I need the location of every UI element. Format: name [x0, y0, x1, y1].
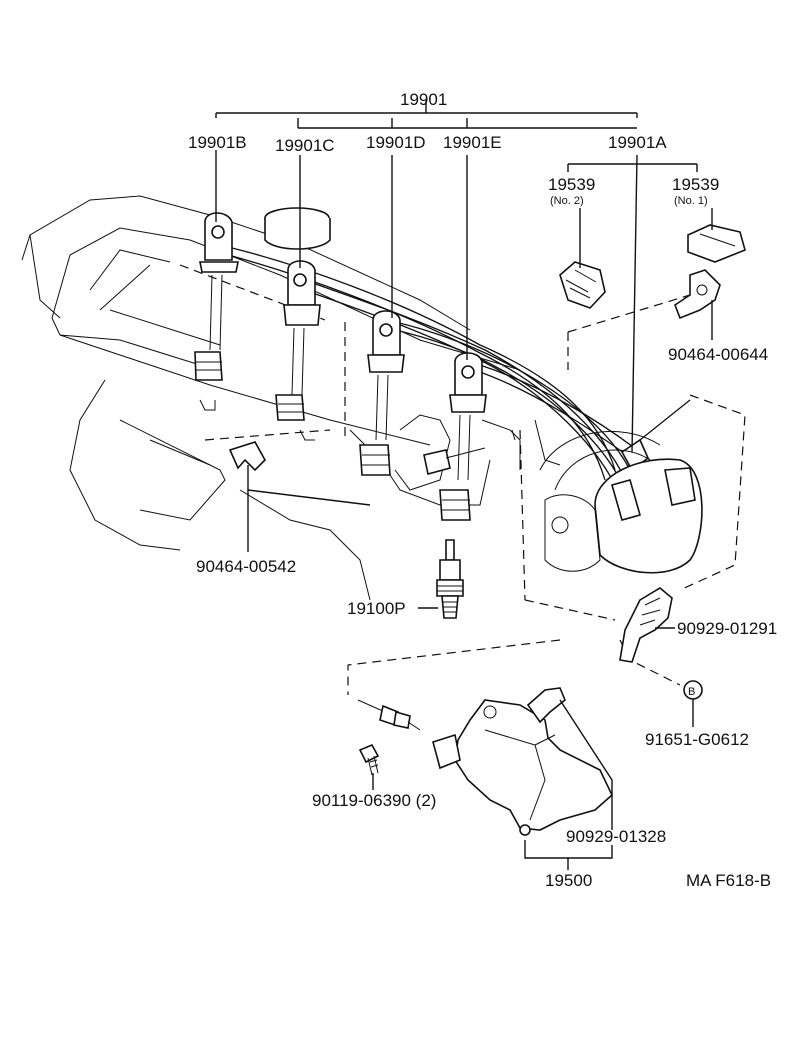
label-holder-no2: 19539 — [548, 175, 595, 194]
label-clamp-upper: 90464-00644 — [668, 345, 768, 364]
label-cord-e: 19901E — [443, 133, 502, 152]
label-cord-b: 19901B — [188, 133, 247, 152]
label-clamp-lower: 90464-00542 — [196, 557, 296, 576]
label-coil-clip: 90929-01328 — [566, 827, 666, 846]
bracket — [619, 587, 673, 663]
part-labels: 19901 19901B 19901C 19901D 19901E 19901A… — [188, 90, 777, 890]
cord-holder-no1 — [687, 224, 746, 263]
label-holder-no1-sub: (No. 1) — [674, 195, 708, 207]
spark-plug — [436, 539, 464, 619]
label-drawing-ref: MA F618-B — [686, 871, 771, 890]
label-assembly: 19901 — [400, 90, 447, 109]
label-cord-d: 19901D — [366, 133, 426, 152]
screw — [358, 743, 380, 776]
oil-filler-cap — [264, 207, 331, 250]
ignition-coil — [432, 699, 613, 836]
distributor — [539, 430, 703, 574]
label-spark-plug: 19100P — [347, 599, 406, 618]
label-holder-no2-sub: (No. 2) — [550, 195, 584, 207]
label-screw: 90119-06390 (2) — [312, 791, 436, 810]
cord-holder-no2 — [559, 261, 606, 309]
engine-sensor — [423, 447, 486, 475]
label-holder-no1: 19539 — [672, 175, 719, 194]
coil-connector — [357, 699, 421, 731]
coil-clip — [526, 687, 566, 724]
label-bolt-marker: B — [688, 686, 695, 698]
cord-clamp-upper — [674, 269, 721, 320]
label-cord-a: 19901A — [608, 133, 667, 152]
label-coil: 19500 — [545, 871, 592, 890]
engine-outline — [21, 195, 561, 601]
label-bolt: 91651-G0612 — [645, 730, 749, 749]
cord-clamp-lower — [228, 441, 266, 472]
leader-lines — [215, 100, 713, 870]
ignition-cord-set — [194, 212, 691, 521]
label-bracket: 90929-01291 — [677, 619, 777, 638]
label-cord-c: 19901C — [275, 136, 335, 155]
